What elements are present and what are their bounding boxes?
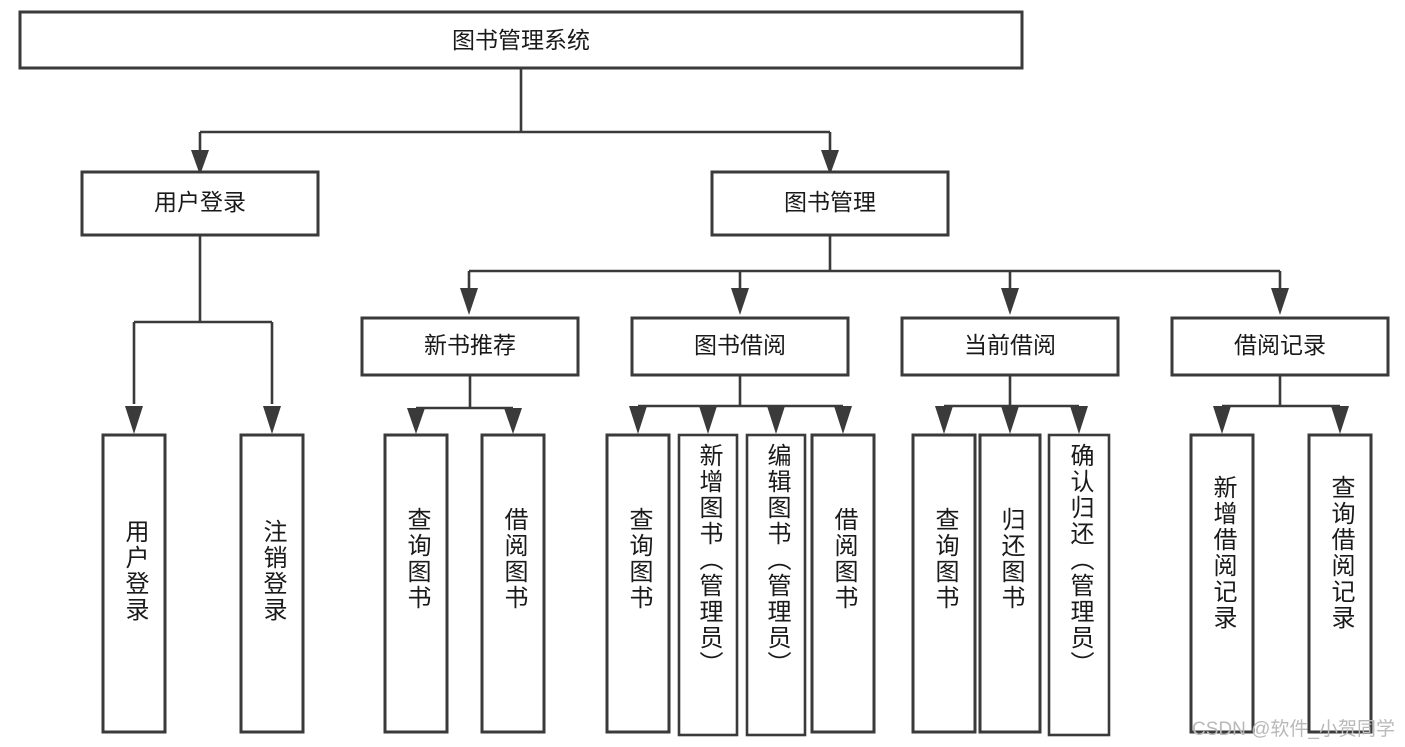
- node-current-borrow-box[interactable]: [900, 316, 1120, 377]
- node-borrow-record[interactable]: 借阅记录: [1170, 316, 1390, 377]
- node-new-book-recommend-box[interactable]: [360, 316, 580, 377]
- leaf-box-return-book[interactable]: [978, 433, 1042, 734]
- leaf-box-query-book-3[interactable]: [911, 433, 977, 734]
- connector-newbook-to-leaves: [407, 375, 522, 434]
- node-current-borrow-label: 当前借阅: [964, 332, 1056, 358]
- arrow-head-icon: [1213, 406, 1231, 434]
- connector-bookmgmt-to-level3: [460, 235, 1289, 315]
- leaf-box-query-book-2[interactable]: [605, 433, 671, 734]
- node-book-borrow-label: 图书借阅: [694, 332, 786, 358]
- node-book-management-box[interactable]: [710, 170, 950, 237]
- node-new-book-recommend-label: 新书推荐: [424, 332, 516, 358]
- arrow-head-icon: [699, 406, 717, 434]
- watermark-text: CSDN @软件_小贺同学: [1192, 719, 1395, 740]
- node-new-book-recommend[interactable]: 新书推荐: [360, 316, 580, 377]
- arrow-head-icon: [191, 150, 209, 175]
- node-user-login-box[interactable]: [80, 170, 320, 237]
- leaf-box-confirm-return[interactable]: [1047, 433, 1111, 737]
- node-user-login[interactable]: 用户登录: [80, 170, 320, 237]
- arrow-head-icon: [629, 406, 647, 434]
- node-book-borrow[interactable]: 图书借阅: [630, 316, 850, 377]
- leaf-box-logout[interactable]: [239, 433, 305, 734]
- arrow-head-icon: [460, 288, 478, 315]
- arrow-head-icon: [821, 150, 839, 175]
- arrow-head-icon: [504, 408, 522, 434]
- node-borrow-record-label: 借阅记录: [1234, 332, 1326, 358]
- arrow-head-icon: [407, 408, 425, 434]
- connector-borrowrecord-to-leaves: [1213, 375, 1349, 434]
- leaf-box-borrow-book-2[interactable]: [810, 433, 876, 734]
- arrow-head-icon: [263, 406, 281, 434]
- arrow-head-icon: [1331, 406, 1349, 434]
- arrow-head-icon: [935, 406, 953, 434]
- node-book-management[interactable]: 图书管理: [710, 170, 950, 237]
- arrow-head-icon: [834, 406, 852, 434]
- node-current-borrow[interactable]: 当前借阅: [900, 316, 1120, 377]
- leaf-box-add-record[interactable]: [1189, 433, 1255, 734]
- connector-bookborrow-to-leaves: [629, 375, 852, 434]
- leaf-box-user-login[interactable]: [101, 433, 167, 734]
- arrow-head-icon: [767, 406, 785, 434]
- node-user-login-label: 用户登录: [154, 189, 246, 215]
- node-root-label: 图书管理系统: [452, 27, 590, 53]
- node-book-management-label: 图书管理: [784, 189, 876, 215]
- arrow-head-icon: [1001, 406, 1019, 434]
- node-book-borrow-box[interactable]: [630, 316, 850, 377]
- arrow-head-icon: [1271, 288, 1289, 315]
- leaf-box-query-book-1[interactable]: [383, 433, 449, 734]
- arrow-head-icon: [125, 406, 143, 434]
- node-root-box[interactable]: [18, 10, 1024, 70]
- arrow-head-icon: [731, 288, 749, 315]
- node-borrow-record-box[interactable]: [1170, 316, 1390, 377]
- arrow-head-icon: [1070, 406, 1088, 434]
- leaf-box-add-book[interactable]: [677, 433, 739, 737]
- leaf-box-query-record[interactable]: [1307, 433, 1373, 734]
- leaf-box-edit-book[interactable]: [745, 433, 807, 737]
- node-root[interactable]: 图书管理系统: [18, 10, 1024, 70]
- connector-root-to-level2: [191, 68, 839, 175]
- arrow-head-icon: [1001, 288, 1019, 315]
- connector-userlogin-to-leaves: [125, 235, 281, 434]
- connector-currentborrow-to-leaves: [935, 375, 1088, 434]
- leaf-box-borrow-book-1[interactable]: [480, 433, 546, 734]
